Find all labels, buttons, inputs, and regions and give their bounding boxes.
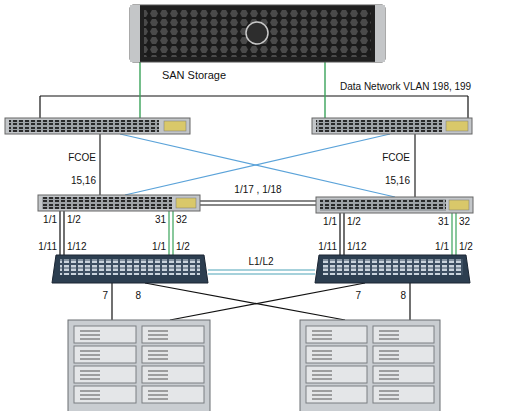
uplink [63, 211, 64, 255]
storage-array [130, 5, 385, 62]
fcoe-link [414, 134, 415, 197]
diagram-label: 1/2 [67, 214, 81, 226]
cross-link [120, 134, 395, 197]
diagram-label: 15,16 [71, 175, 96, 187]
diagram-label: FCOE [68, 152, 96, 164]
storage-ear [375, 5, 385, 62]
server-link [145, 283, 345, 320]
switch-ports [320, 199, 446, 211]
switch-uplinks [446, 121, 468, 131]
switch-ports [42, 197, 172, 209]
switch-body [38, 195, 200, 211]
diagram-label: 1/11 [318, 241, 337, 253]
diagram-label: FCOE [382, 152, 410, 164]
diagram-label: L1/L2 [248, 256, 273, 268]
data-network-line [40, 95, 468, 96]
diagram-label: 1/1 [435, 241, 449, 253]
storage-bezel [144, 10, 371, 57]
switch-body [316, 197, 473, 213]
data-network-drop [39, 96, 40, 118]
cross-link [125, 134, 390, 195]
diagram-label: 31 [438, 216, 449, 228]
diagram-label: 1/1 [152, 241, 166, 253]
diagram-label: Data Network VLAN 198, 199 [340, 81, 471, 93]
diagram-label: 32 [459, 216, 470, 228]
peer-link [200, 200, 316, 201]
diagram-label: 7 [102, 290, 108, 302]
switch-ports [9, 120, 159, 132]
fi-ports [60, 259, 200, 275]
storage-link [139, 62, 140, 118]
uplink [339, 213, 340, 255]
switch-uplinks [449, 200, 469, 210]
diagram-label: 1/1 [43, 214, 57, 226]
diagram-label: 1/2 [459, 241, 473, 253]
switch-uplinks [176, 198, 196, 208]
diagram-label: 15,16 [385, 175, 410, 187]
diagram-label: 8 [400, 290, 406, 302]
switch-body [312, 118, 472, 134]
blade-chassis [68, 320, 210, 411]
diagram-label: 1/2 [176, 241, 190, 253]
core-switch [5, 118, 190, 134]
diagram-label: 31 [155, 214, 166, 226]
access-switch [316, 197, 473, 213]
uplink [172, 211, 173, 255]
diagram-label: 1/17 , 1/18 [234, 184, 281, 196]
storage-ear [130, 5, 140, 62]
blade-chassis [300, 320, 440, 411]
fi-ports [323, 259, 463, 275]
access-switch [38, 195, 200, 211]
server-link [409, 283, 410, 320]
server-link [111, 283, 112, 320]
core-switch [312, 118, 472, 134]
diagram-label: 1/11 [38, 241, 57, 253]
fi-body [315, 255, 470, 283]
blade-vents [80, 331, 168, 399]
diagram-label: SAN Storage [162, 69, 226, 81]
diagram-label: 1/12 [347, 241, 366, 253]
data-network-drop [467, 96, 468, 118]
uplink [59, 211, 60, 255]
switch-body [5, 118, 190, 134]
switch-uplinks [164, 121, 186, 131]
fi-body [52, 255, 208, 283]
chassis-body [68, 320, 210, 411]
diagram-label: 1/12 [67, 241, 86, 253]
fabric-interconnect [52, 255, 208, 283]
diagram-label: 7 [355, 290, 361, 302]
diagram-label: 1/1 [323, 216, 337, 228]
uplink [455, 213, 456, 255]
storage-body [130, 5, 385, 62]
blade-vents [312, 331, 399, 399]
chassis-body [300, 320, 440, 411]
diagram-label: 32 [176, 214, 187, 226]
diagram-label: 1/2 [347, 216, 361, 228]
storage-link [324, 62, 325, 118]
switch-ports [316, 120, 442, 132]
fcoe-link [99, 134, 100, 195]
cluster-link [208, 269, 315, 270]
storage-logo [246, 22, 268, 44]
uplink [343, 213, 344, 255]
fabric-interconnect [315, 255, 470, 283]
uplink [168, 211, 169, 255]
diagram-label: 8 [135, 290, 141, 302]
uplink [451, 213, 452, 255]
peer-link [200, 204, 316, 205]
server-link [170, 283, 365, 320]
cluster-link [208, 273, 315, 274]
